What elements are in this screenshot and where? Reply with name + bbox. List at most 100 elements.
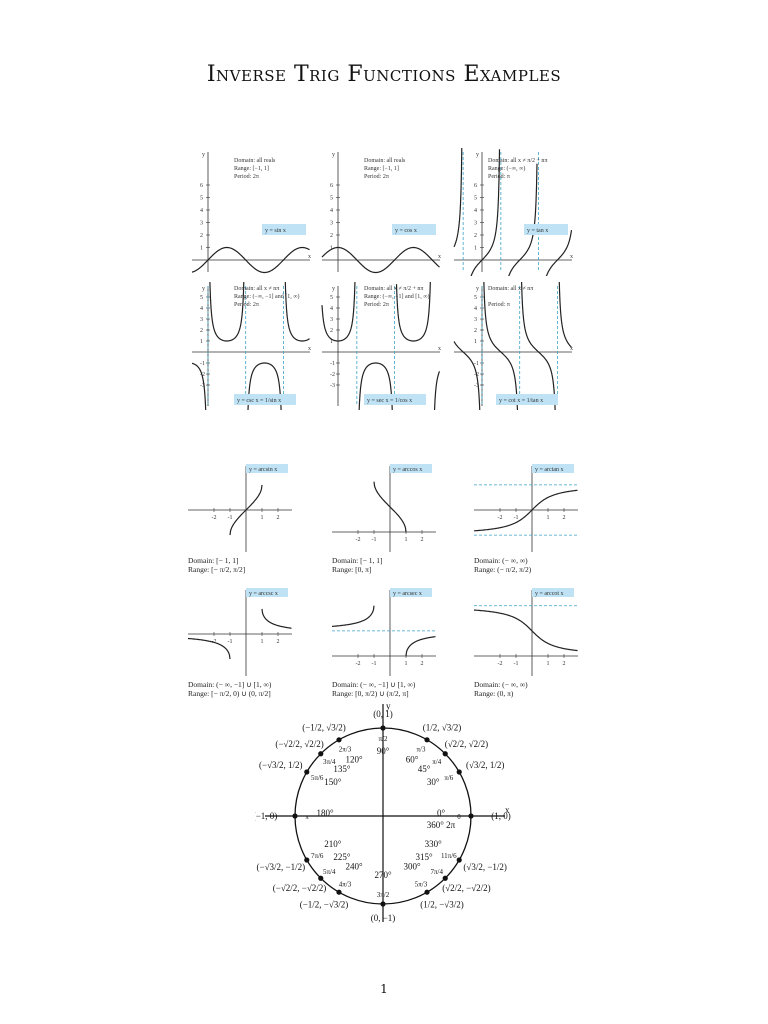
degree-label: 300° — [403, 862, 421, 872]
x-tick-label: 1 — [405, 537, 408, 543]
x-tick-label: 2 — [563, 661, 566, 667]
function-label-box — [524, 224, 568, 235]
x-tick-label: -2 — [498, 515, 503, 521]
angle-point — [424, 737, 430, 743]
angle-point — [424, 889, 430, 895]
degree-label: 270° — [374, 870, 392, 880]
coord-label: (0, −1) — [371, 913, 396, 923]
radian-label: 5π/6 — [311, 774, 324, 782]
range-text: Range: [− π/2, π/2] — [188, 565, 246, 574]
function-curve — [332, 605, 436, 657]
angle-point — [468, 813, 474, 819]
radian-label: π — [305, 813, 309, 821]
graph-info-text: Range: (−∞, −1] and [1, ∞) — [234, 293, 299, 300]
inverse-graph-caption: Domain: (− ∞, −1] ∪ [1, ∞)Range: [− π/2,… — [188, 680, 271, 698]
graph-info-text: Period: 2π — [234, 174, 259, 180]
x-tick-label: 2 — [421, 661, 424, 667]
coord-label: (1/2, √3/2) — [423, 723, 461, 733]
y-tick-label: -1 — [330, 361, 335, 367]
radian-label: 5π/3 — [415, 881, 428, 889]
range-text: Range: [0, π] — [332, 565, 372, 574]
y-tick-label: 1 — [474, 339, 477, 345]
domain-text: Domain: (− ∞, ∞) — [474, 556, 528, 565]
function-curve — [229, 484, 263, 536]
degree-label: 90° — [377, 746, 390, 756]
graph-info-text: Range: (−∞, ∞) — [488, 165, 525, 172]
y-tick-label: 1 — [330, 339, 333, 345]
angle-point — [442, 875, 448, 881]
angle-point — [318, 875, 324, 881]
function-curve — [191, 282, 310, 410]
degree-label: 315° — [415, 852, 433, 862]
y-tick-label: 5 — [200, 295, 203, 301]
y-tick-label: 4 — [330, 306, 333, 312]
angle-point — [380, 901, 386, 907]
coord-label: (√3/2, −1/2) — [463, 862, 507, 872]
y-tick-label: 5 — [330, 295, 333, 301]
x-tick-label: 2 — [563, 515, 566, 521]
domain-text: Domain: (− ∞, ∞) — [474, 680, 528, 689]
degree-label: 225° — [333, 852, 351, 862]
angle-point — [442, 751, 448, 757]
y-tick-label: 1 — [200, 246, 203, 252]
x-tick-label: 2 — [421, 537, 424, 543]
y-axis-label: y — [476, 152, 479, 158]
graph-info-text: Domain: all x ≠ π/2 + nπ — [364, 286, 423, 292]
graph-info-text: Domain: all x ≠ nπ — [234, 286, 279, 292]
inverse-graph-caption: Domain: (− ∞, ∞)Range: (0, π) — [474, 680, 528, 698]
y-tick-label: 3 — [330, 317, 333, 323]
radian-label: 5π/4 — [323, 868, 336, 876]
degree-label: 30° — [427, 777, 440, 787]
x-tick-label: -1 — [372, 661, 377, 667]
y-axis-label: y — [332, 152, 335, 158]
y-tick-label: 4 — [200, 208, 203, 214]
degree-label: 240° — [345, 862, 363, 872]
x-tick-label: 1 — [261, 639, 264, 645]
function-label: y = arcsin x — [249, 467, 277, 473]
coord-label: (−√3/2, −1/2) — [257, 862, 306, 872]
x-axis-label: x — [438, 254, 441, 260]
angle-point — [304, 769, 310, 775]
y-axis-label: y — [386, 701, 391, 711]
graph-info-text: Period: 2π — [364, 174, 389, 180]
x-tick-label: -2 — [356, 537, 361, 543]
angle-point — [292, 813, 298, 819]
function-label-box — [532, 464, 574, 473]
coord-label: (√3/2, 1/2) — [466, 760, 504, 770]
y-tick-label: 4 — [474, 208, 477, 214]
function-label: y = arctan x — [535, 467, 564, 473]
function-label-box — [246, 588, 288, 597]
function-label: y = arccsc x — [249, 591, 278, 597]
y-tick-label: 2 — [474, 233, 477, 239]
y-tick-label: -1 — [474, 361, 479, 367]
y-tick-label: 5 — [330, 196, 333, 202]
degree-label: 330° — [425, 839, 443, 849]
x-tick-label: 1 — [547, 661, 550, 667]
y-tick-label: 5 — [200, 196, 203, 202]
y-tick-label: 6 — [330, 183, 333, 189]
x-tick-label: 1 — [405, 661, 408, 667]
x-axis-label: x — [308, 254, 311, 260]
x-tick-label: 1 — [547, 515, 550, 521]
function-label: y = arccot x — [535, 591, 564, 597]
coord-label: (−√2/2, −√2/2) — [273, 883, 327, 893]
range-text: Range: (0, π) — [474, 689, 514, 698]
function-curve — [373, 481, 407, 533]
radian-label: π/3 — [417, 745, 426, 753]
angle-point — [380, 725, 386, 731]
x-axis-label: x — [570, 254, 573, 260]
inverse-graph-caption: Domain: [− 1, 1]Range: [0, π] — [332, 556, 382, 574]
radian-label: 11π/6 — [441, 852, 457, 860]
